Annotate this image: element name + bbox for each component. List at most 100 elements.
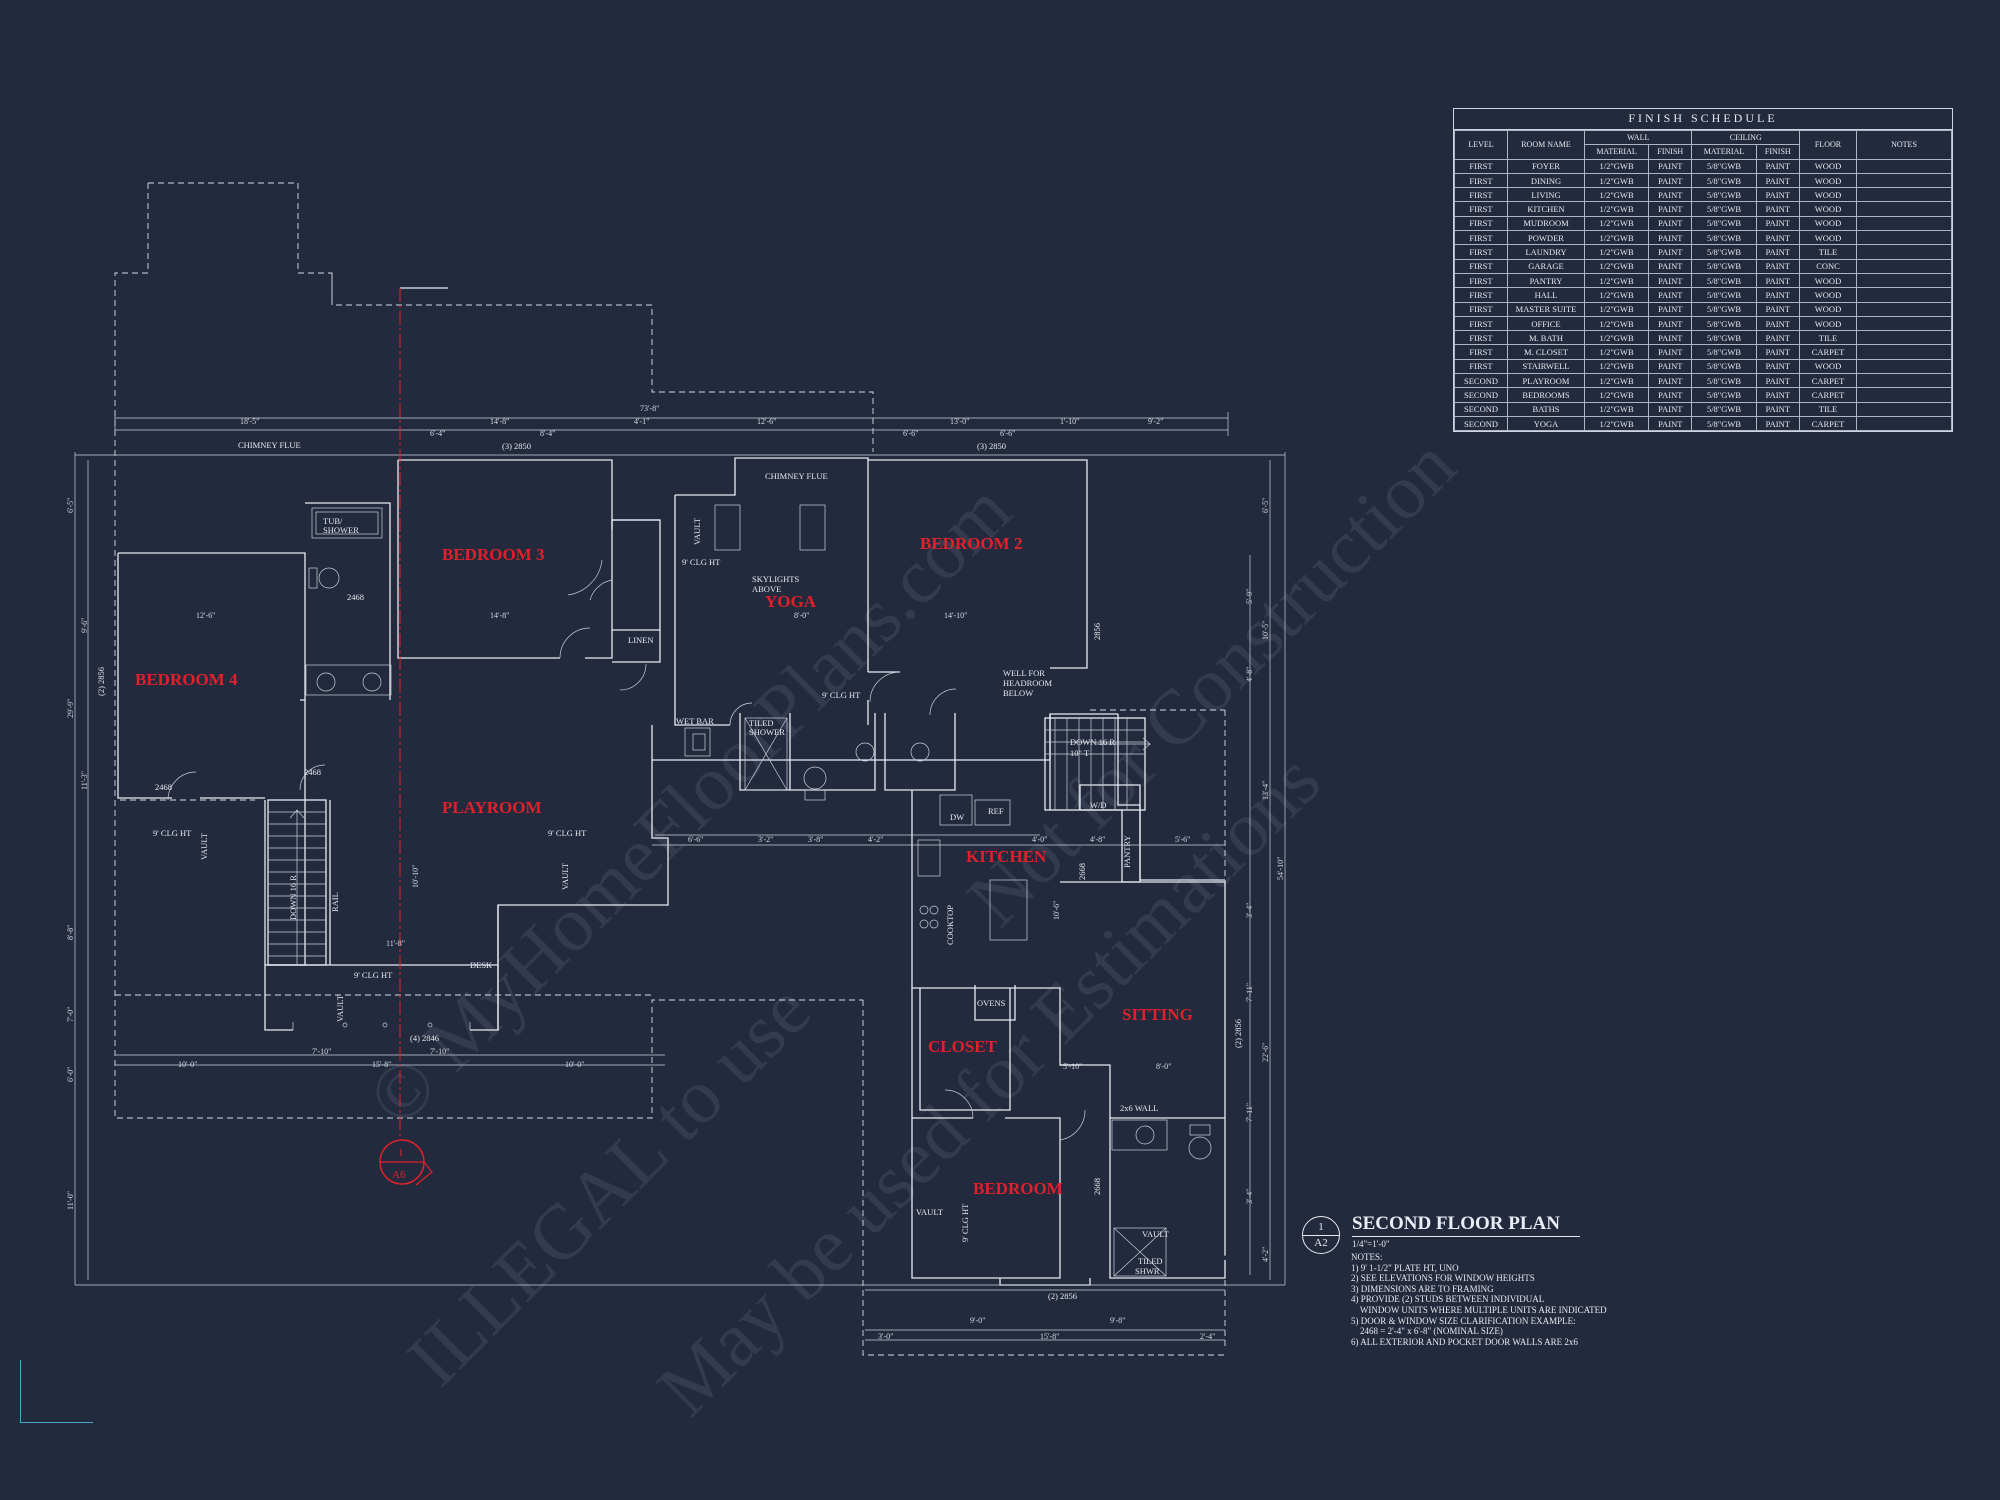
schedule-cell bbox=[1856, 358, 1952, 375]
label-ovens: OVENS bbox=[977, 998, 1006, 1008]
schedule-cell: PANTRY bbox=[1507, 272, 1585, 289]
schedule-cell: WOOD bbox=[1799, 215, 1857, 232]
col-ceiling: CEILING bbox=[1691, 129, 1800, 146]
dim-bot-4: 7'-10" bbox=[312, 1047, 331, 1056]
dim-right-8: 7'-11" bbox=[1245, 983, 1254, 1002]
dim-playroom-w: 11'-8" bbox=[386, 939, 405, 948]
schedule-cell: 1/2"GWB bbox=[1583, 215, 1650, 232]
schedule-cell: 5/8"GWB bbox=[1691, 158, 1757, 174]
label-tiled-shower-2: SHOWER bbox=[749, 727, 785, 737]
dim-right-12: 4'-2" bbox=[1261, 1247, 1270, 1262]
schedule-cell: FIRST bbox=[1454, 330, 1508, 346]
dim-right-4: 4'-8" bbox=[1245, 667, 1254, 682]
schedule-cell: 5/8"GWB bbox=[1691, 172, 1757, 189]
note-line: WINDOW UNITS WHERE MULTIPLE UNITS ARE IN… bbox=[1351, 1304, 1607, 1315]
schedule-cell: PAINT bbox=[1755, 287, 1801, 303]
col-wall: WALL bbox=[1583, 129, 1693, 146]
schedule-cell: CONC bbox=[1799, 258, 1857, 274]
schedule-cell: WOOD bbox=[1799, 287, 1857, 303]
schedule-cell: PAINT bbox=[1648, 272, 1693, 289]
note-line: 3) DIMENSIONS ARE TO FRAMING bbox=[1351, 1283, 1494, 1294]
dim-left-3: 9'-6" bbox=[80, 618, 89, 633]
detail-number: 1 bbox=[1318, 1221, 1324, 1233]
room-bedroom2: BEDROOM 2 bbox=[920, 534, 1022, 553]
schedule-cell: 5/8"GWB bbox=[1691, 230, 1757, 246]
dimension-lines bbox=[74, 412, 1286, 1341]
note-line: 1) 9' 1-1/2" PLATE HT, UNO bbox=[1351, 1262, 1459, 1273]
schedule-cell: PAINT bbox=[1755, 373, 1801, 389]
dim-bot-7: 15'-8" bbox=[1040, 1332, 1059, 1341]
dim-top-11: 6'-6" bbox=[1000, 429, 1015, 438]
schedule-cell: 1/2"GWB bbox=[1583, 287, 1650, 303]
label-rail: RAIL bbox=[330, 892, 340, 912]
dim-b4-width: 12'-6" bbox=[196, 611, 215, 620]
dim-mid-6: 5'-6" bbox=[1175, 835, 1190, 844]
dim-right-2: 10'-5" bbox=[1261, 621, 1270, 640]
dim-b3-width: 14'-8" bbox=[490, 611, 509, 620]
schedule-cell: SECOND bbox=[1454, 401, 1508, 417]
col-wall-material: MATERIAL bbox=[1583, 144, 1650, 160]
dim-mid-5: 4'-0" bbox=[1032, 835, 1047, 844]
schedule-cell: PAINT bbox=[1648, 215, 1693, 232]
schedule-cell: 5/8"GWB bbox=[1691, 387, 1757, 403]
watermark: ILLEGAL to use © MyHomeFloorPlans.com Ma… bbox=[351, 421, 1472, 1432]
schedule-cell: 5/8"GWB bbox=[1691, 401, 1757, 417]
label-vault-bath: VAULT bbox=[1142, 1229, 1170, 1239]
schedule-cell: 5/8"GWB bbox=[1691, 287, 1757, 303]
schedule-cell: 1/2"GWB bbox=[1583, 344, 1650, 360]
finish-schedule: FINISH SCHEDULE LEVEL ROOM NAME WALL CEI… bbox=[1453, 108, 1953, 433]
label-win-b2-side: 2856 bbox=[1092, 623, 1102, 640]
room-labels: BEDROOM 4 BEDROOM 3 BEDROOM 2 YOGA PLAYR… bbox=[135, 534, 1193, 1198]
schedule-cell: PAINT bbox=[1755, 187, 1801, 203]
schedule-cell: TILE bbox=[1799, 401, 1857, 417]
label-well-2: HEADROOM bbox=[1003, 678, 1053, 688]
label-desk: DESK bbox=[470, 960, 493, 970]
schedule-cell bbox=[1856, 215, 1952, 232]
label-door-bath2: 2668 bbox=[1092, 1178, 1102, 1195]
schedule-cell bbox=[1856, 172, 1952, 189]
schedule-cell: TILE bbox=[1799, 244, 1857, 260]
schedule-cell bbox=[1856, 244, 1952, 260]
dim-kitchen-h: 10'-6" bbox=[1052, 901, 1061, 920]
dim-right-7: 3'-4" bbox=[1245, 903, 1254, 918]
schedule-cell bbox=[1856, 272, 1952, 289]
schedule-cell: 1/2"GWB bbox=[1583, 230, 1650, 246]
label-clg-bedroom: 9' CLG HT bbox=[960, 1203, 970, 1242]
label-vault-playroom: VAULT bbox=[560, 862, 570, 890]
label-win-desk: (4) 2846 bbox=[410, 1033, 439, 1043]
annotations: CHIMNEY FLUE CHIMNEY FLUE TUB/ SHOWER SK… bbox=[96, 440, 1243, 1301]
col-ceiling-finish: FINISH bbox=[1755, 144, 1801, 160]
schedule-cell: 5/8"GWB bbox=[1691, 358, 1757, 375]
dim-right-6: 54'-10" bbox=[1276, 857, 1285, 880]
schedule-cell: 5/8"GWB bbox=[1691, 258, 1757, 274]
schedule-table: LEVEL ROOM NAME WALL CEILING FLOOR NOTES… bbox=[1454, 129, 1952, 432]
schedule-cell: WOOD bbox=[1799, 272, 1857, 289]
label-chimney-flue-2: CHIMNEY FLUE bbox=[765, 471, 828, 481]
schedule-cell: PAINT bbox=[1755, 415, 1801, 432]
schedule-cell: FIRST bbox=[1454, 272, 1508, 289]
schedule-cell: PAINT bbox=[1755, 215, 1801, 232]
schedule-cell: POWDER bbox=[1507, 230, 1585, 246]
schedule-cell: LIVING bbox=[1507, 187, 1585, 203]
schedule-cell: 5/8"GWB bbox=[1691, 330, 1757, 346]
label-win-sitting: (2) 2856 bbox=[1233, 1019, 1243, 1048]
label-vault-yoga: VAULT bbox=[692, 517, 702, 545]
dim-bot-8: 2'-4" bbox=[1200, 1332, 1215, 1341]
note-line: 6) ALL EXTERIOR AND POCKET DOOR WALLS AR… bbox=[1351, 1336, 1578, 1347]
schedule-cell: WOOD bbox=[1799, 187, 1857, 203]
schedule-cell: 5/8"GWB bbox=[1691, 344, 1757, 360]
label-well-3: BELOW bbox=[1003, 688, 1033, 698]
label-2x6-wall: 2x6 WALL bbox=[1120, 1103, 1158, 1113]
label-clg-b4: 9' CLG HT bbox=[153, 828, 192, 838]
schedule-cell: PAINT bbox=[1755, 258, 1801, 274]
dim-top-8: 6'-4" bbox=[430, 429, 445, 438]
schedule-cell: PAINT bbox=[1755, 330, 1801, 346]
schedule-cell: PLAYROOM bbox=[1507, 373, 1585, 389]
